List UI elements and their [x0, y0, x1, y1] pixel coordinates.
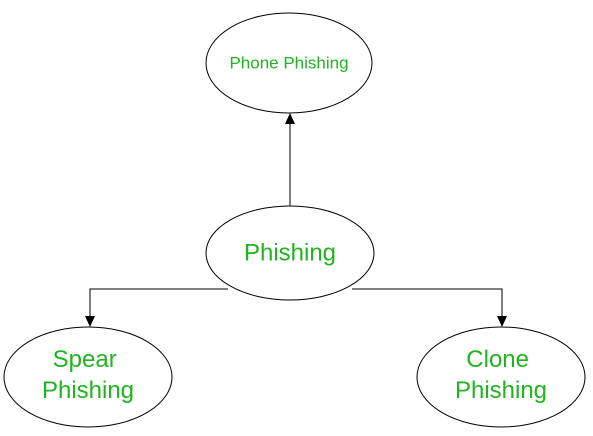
edge-phishing-to-phone-phishing	[285, 113, 295, 206]
edge-phishing-to-spear-phishing	[85, 288, 228, 327]
node-phone-phishing-label: Phone Phishing	[229, 53, 348, 72]
node-spear-phishing-label: Spear Phishing	[42, 346, 134, 404]
node-spear-phishing-ellipse	[3, 326, 173, 428]
node-clone-phishing-ellipse	[416, 326, 586, 428]
node-clone-phishing-label-line-1: Clone	[466, 346, 529, 373]
node-spear-phishing-label-line-2: Phishing	[42, 377, 134, 404]
node-phishing-ellipse	[205, 205, 375, 301]
edge-phishing-to-clone-phishing	[352, 288, 507, 327]
node-clone-phishing: Clone Phishing	[416, 326, 586, 428]
arrowhead-phone-phishing	[285, 113, 295, 124]
node-phishing-label: Phishing	[244, 239, 336, 266]
node-clone-phishing-label-line-2: Phishing	[455, 377, 547, 404]
node-spear-phishing: Spear Phishing	[3, 326, 173, 428]
node-phone-phishing: Phone Phishing	[205, 12, 373, 114]
arrowhead-spear-phishing	[85, 316, 95, 327]
node-phishing: Phishing	[205, 205, 375, 301]
node-phone-phishing-ellipse	[205, 12, 373, 114]
node-clone-phishing-label: Clone Phishing	[455, 346, 547, 404]
arrowhead-clone-phishing	[497, 316, 507, 327]
node-spear-phishing-label-line-1: Spear	[53, 346, 117, 373]
